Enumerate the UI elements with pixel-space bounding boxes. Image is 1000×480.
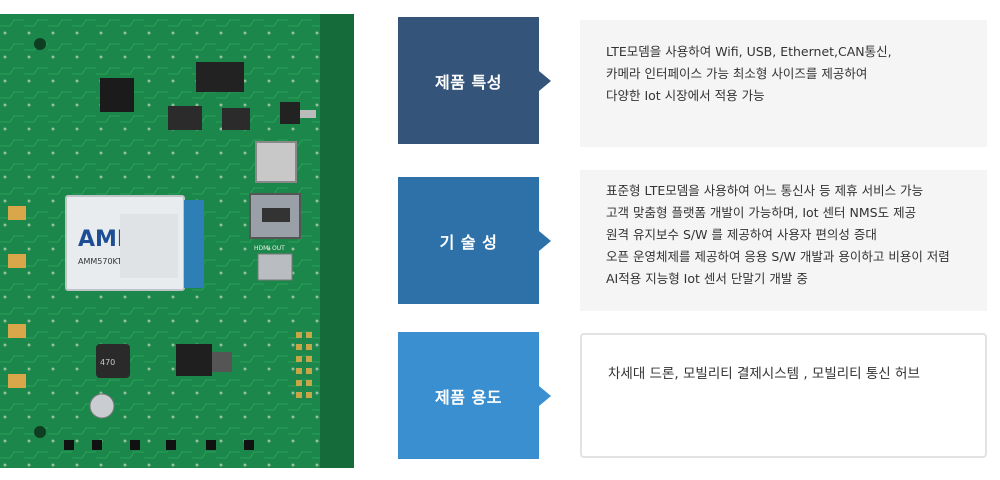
feature-line: LTE모뎀을 사용하여 Wifi, USB, Ethernet,CAN통신, bbox=[606, 44, 892, 59]
arrow-right-icon bbox=[539, 70, 551, 91]
usage-line: 차세대 드론, 모빌리티 결제시스템 , 모빌리티 통신 허브 bbox=[608, 366, 920, 382]
module-model-mark: AMM570KT bbox=[78, 257, 122, 266]
usage-label: 제품 용도 bbox=[398, 332, 551, 459]
technology-label: 기 술 성 bbox=[398, 177, 551, 304]
usage-label-text: 제품 용도 bbox=[435, 387, 502, 407]
pcb-illustration: HDMI OUT AMM AMM570KT 470 bbox=[0, 14, 354, 468]
inductor-mark: 470 bbox=[100, 358, 115, 367]
feature-description: LTE모뎀을 사용하여 Wifi, USB, Ethernet,CAN통신, 카… bbox=[580, 20, 987, 147]
technology-label-text: 기 술 성 bbox=[439, 232, 498, 252]
technology-line: AI적용 지능형 Iot 센서 단말기 개발 중 bbox=[606, 271, 808, 286]
feature-label: 제품 특성 bbox=[398, 17, 551, 144]
technology-line: 고객 맞춤형 플랫폼 개발이 가능하며, Iot 센터 NMS도 제공 bbox=[606, 205, 917, 220]
technology-line: 원격 유지보수 S/W 를 제공하여 사용자 편의성 증대 bbox=[606, 227, 877, 242]
technology-line: 오픈 운영체제를 제공하여 응용 S/W 개발과 용이하고 비용이 저렴 bbox=[606, 249, 950, 264]
technology-description: 표준형 LTE모뎀을 사용하여 어느 통신사 등 제휴 서비스 가능 고객 맞춤… bbox=[580, 170, 987, 311]
product-board-photo: HDMI OUT AMM AMM570KT 470 bbox=[0, 14, 354, 468]
arrow-right-icon bbox=[539, 385, 551, 406]
feature-label-text: 제품 특성 bbox=[435, 72, 502, 92]
technology-line: 표준형 LTE모뎀을 사용하여 어느 통신사 등 제휴 서비스 가능 bbox=[606, 183, 924, 198]
feature-line: 카메라 인터페이스 가능 최소형 사이즈를 제공하여 bbox=[606, 66, 868, 81]
arrow-right-icon bbox=[539, 230, 551, 251]
hdmi-label: HDMI OUT bbox=[254, 245, 285, 252]
feature-line: 다양한 Iot 시장에서 적용 가능 bbox=[606, 88, 765, 103]
usage-description: 차세대 드론, 모빌리티 결제시스템 , 모빌리티 통신 허브 bbox=[580, 333, 987, 458]
